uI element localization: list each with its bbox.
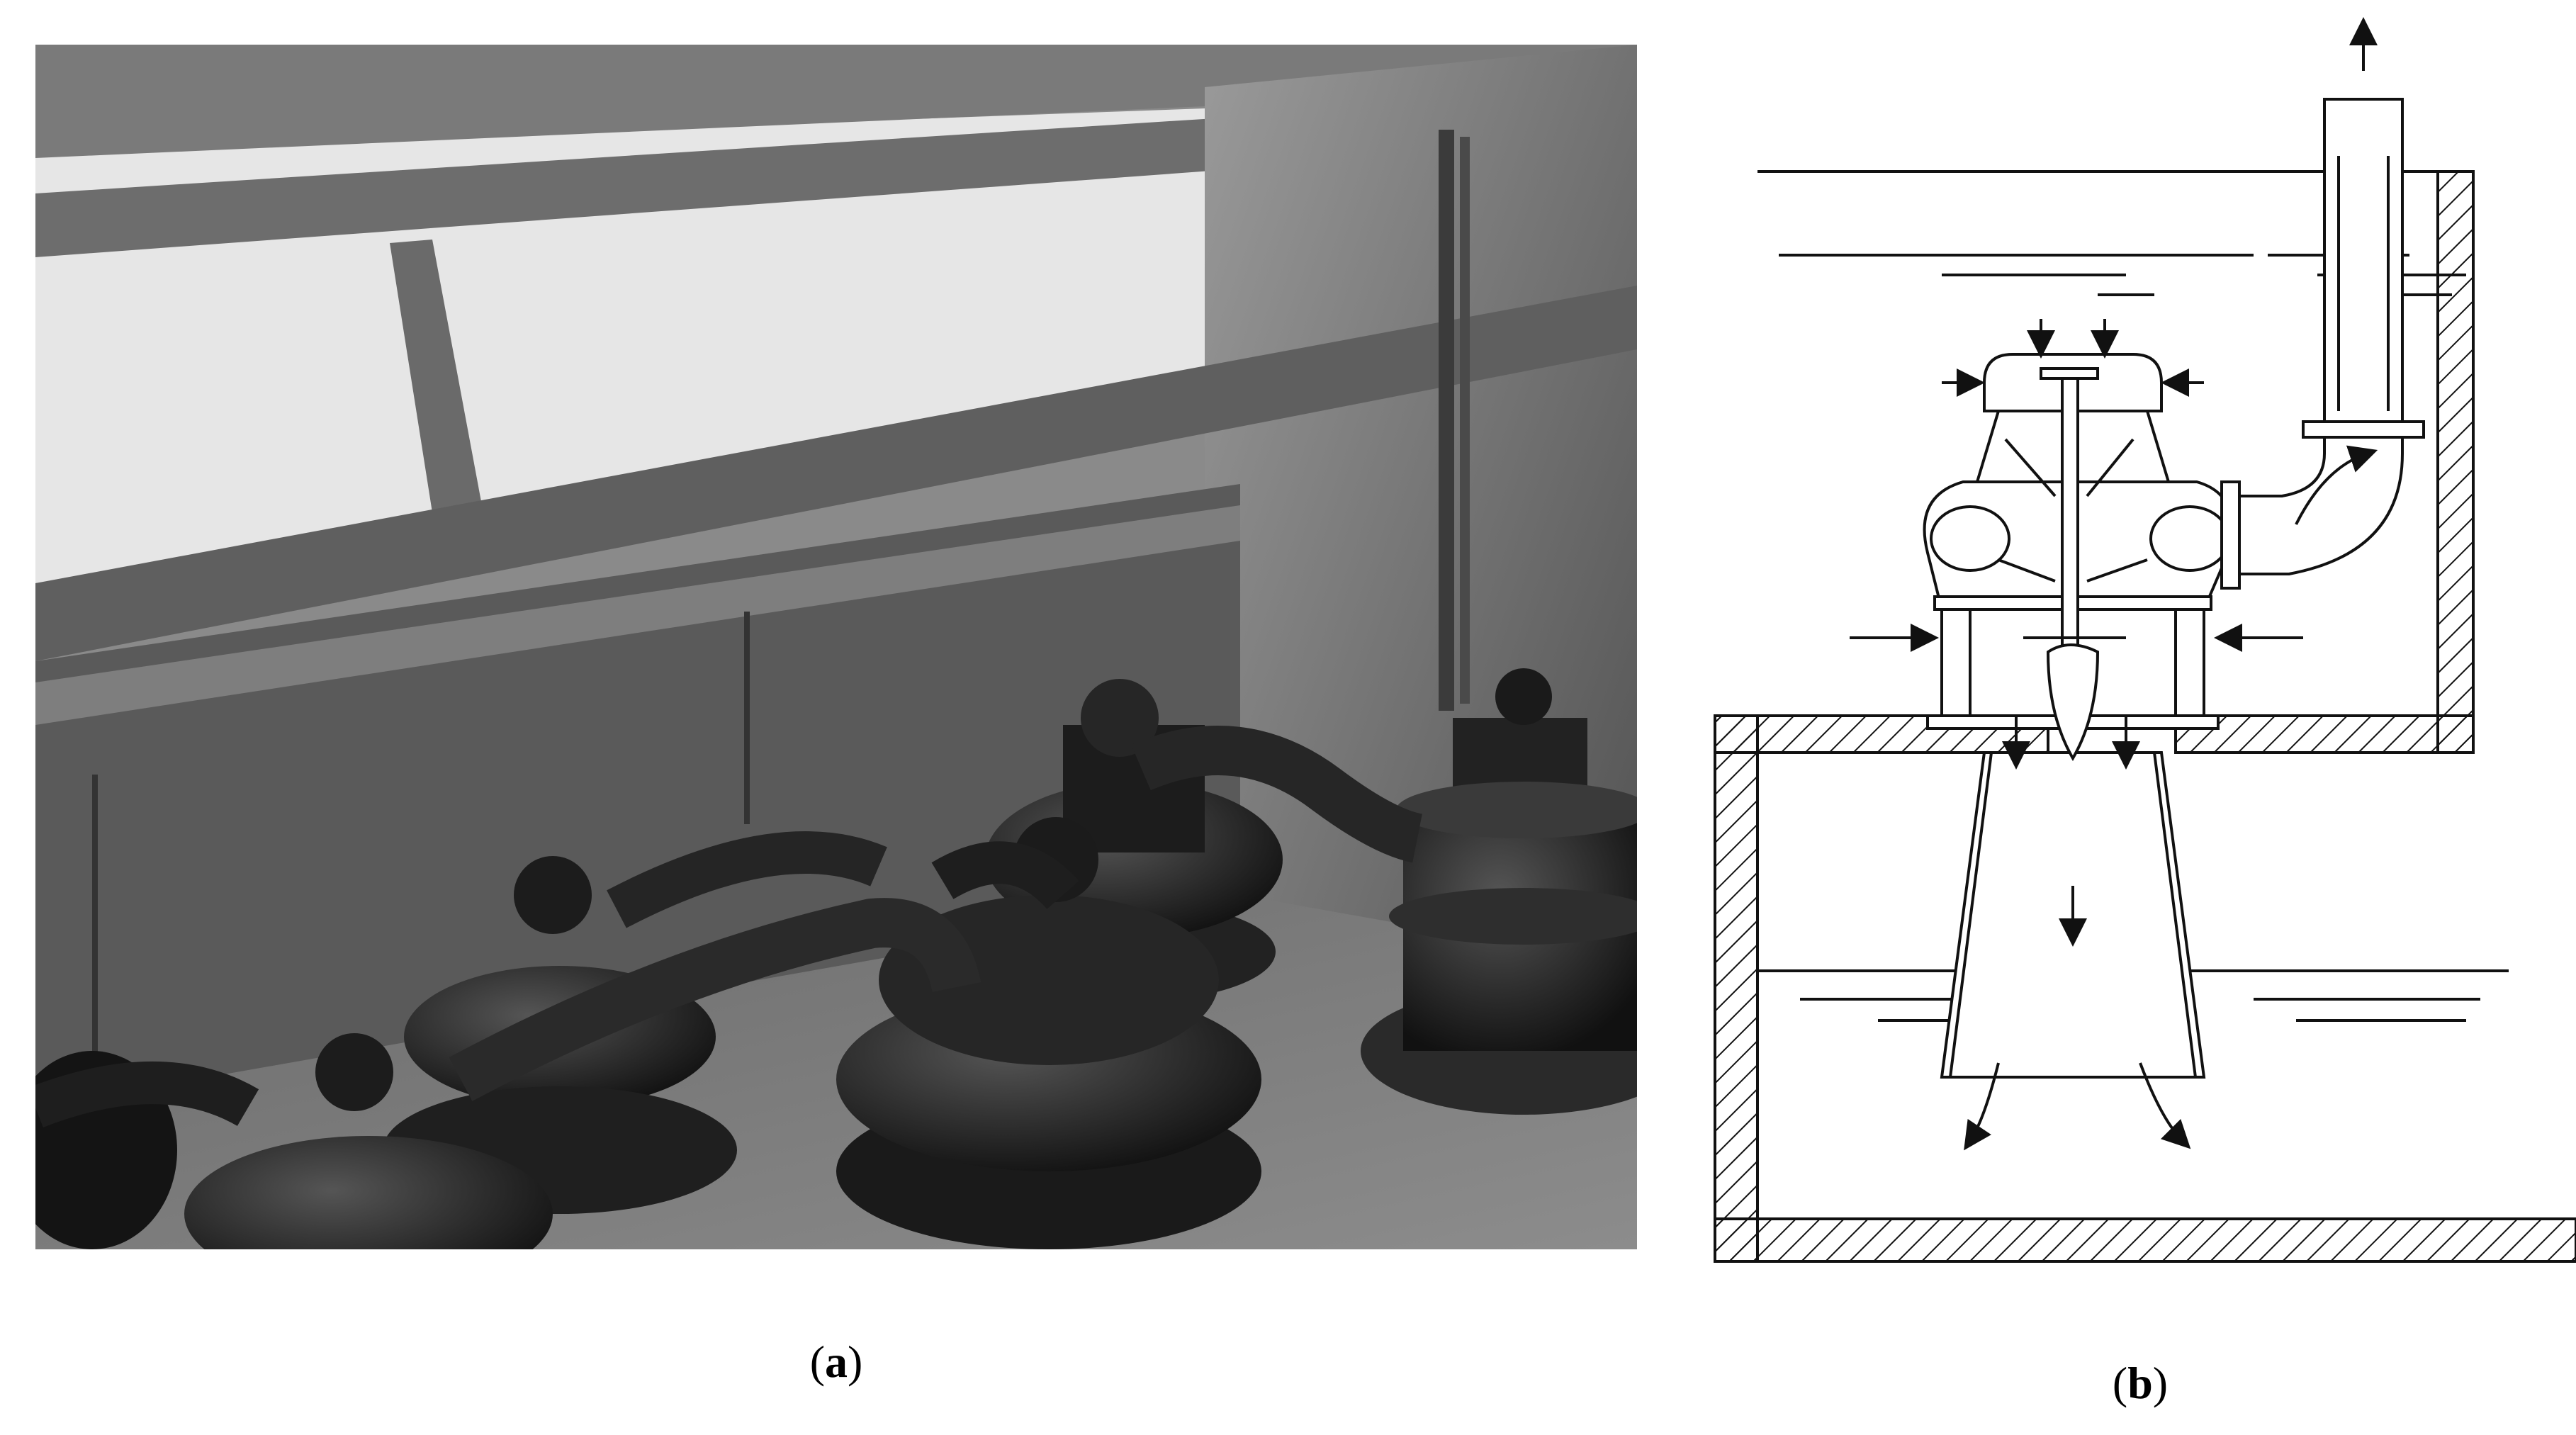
caption-b-letter: b: [2127, 1358, 2153, 1408]
caption-a-close: ): [848, 1336, 863, 1387]
caption-a-letter: a: [825, 1336, 848, 1387]
pump-sump-schematic: [1714, 17, 2576, 1263]
pump-station-photograph: [35, 45, 1637, 1249]
panel-b-caption: (b): [2069, 1361, 2211, 1406]
caption-b-open: (: [2112, 1358, 2128, 1408]
caption-b-close: ): [2152, 1358, 2169, 1408]
caption-a-open: (: [809, 1336, 825, 1387]
flow-arrows: [1850, 17, 2378, 1151]
shaft-and-runner: [1998, 367, 2148, 761]
hatched-walls: [1714, 170, 2576, 1263]
panel-a-caption: (a): [765, 1339, 907, 1385]
